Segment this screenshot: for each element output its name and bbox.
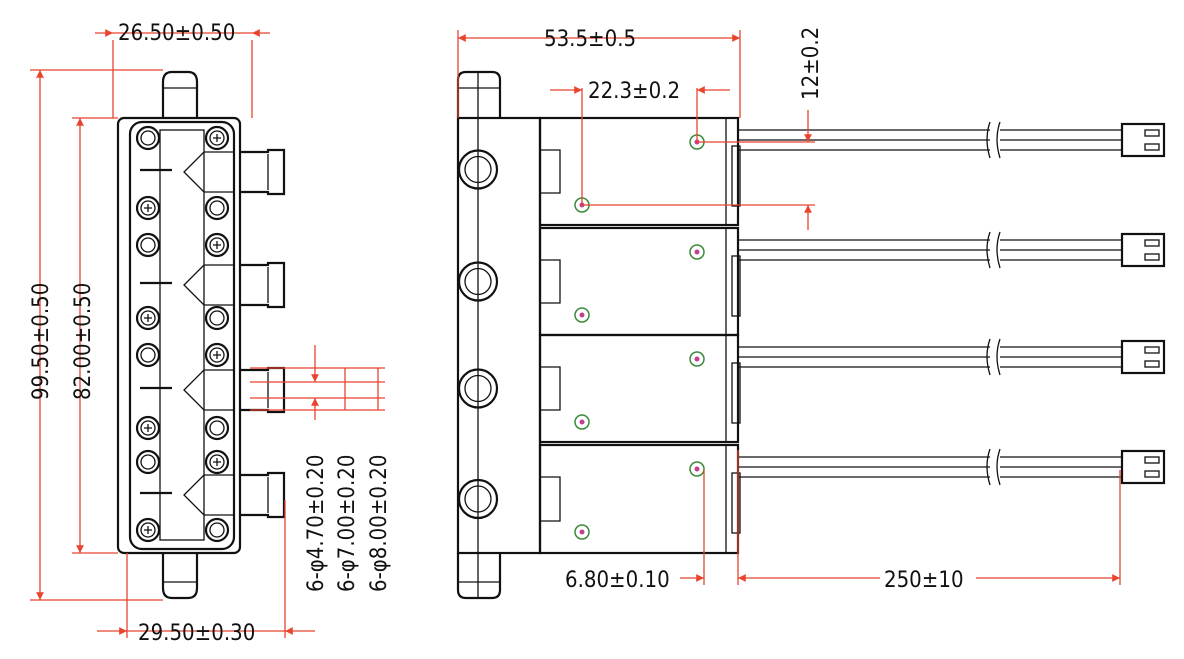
port-channel [183, 369, 234, 411]
valve-unit [457, 226, 1166, 337]
hole [135, 342, 161, 368]
valve-body [538, 333, 740, 444]
dim-width-top: 26.50±0.50 [118, 21, 235, 46]
side-port-barb [240, 148, 286, 196]
connector [1120, 122, 1166, 158]
dim-width-bottom: 29.50±0.30 [138, 621, 255, 646]
cross-head [144, 424, 152, 432]
bottom-barb [456, 553, 502, 600]
side-port-barb [240, 261, 286, 309]
dim-wire-length: 250±10 [884, 568, 964, 593]
screw-icon [135, 305, 161, 331]
top-barb [456, 70, 502, 118]
screw-icon [135, 195, 161, 221]
port-channel [183, 151, 234, 193]
port-channel [183, 264, 234, 306]
cross-head [213, 351, 221, 359]
dim-wire-offset: 6.80±0.10 [565, 568, 670, 593]
connector [1120, 449, 1166, 485]
hole [135, 232, 161, 258]
dim-body-height: 82.00±0.50 [71, 283, 96, 400]
bottom-barb [161, 553, 199, 600]
valve-unit [457, 116, 1166, 227]
left-dimensions: 26.50±0.50 99.50±0.50 82.00±0.50 29.50±0… [29, 21, 392, 646]
hole [135, 449, 161, 475]
port-circle [457, 368, 499, 409]
port-circle [457, 478, 499, 520]
dim-port-inner: 6-φ4.70±0.20 [304, 455, 329, 592]
hole [135, 125, 161, 151]
port-circle [457, 149, 499, 190]
screw-icon [689, 244, 705, 260]
screw-icon [204, 125, 230, 151]
cross-head [144, 526, 152, 534]
hole [204, 305, 230, 331]
break-mark [986, 338, 1001, 376]
front-view-manifold [116, 70, 286, 600]
screw-icon [574, 414, 590, 430]
valve-unit [457, 443, 1166, 555]
cross-head [213, 241, 221, 249]
hole [204, 195, 230, 221]
dim-total-height: 99.50±0.50 [29, 283, 54, 400]
side-port-barb [240, 471, 286, 519]
break-mark [986, 231, 1001, 269]
screw-icon [689, 351, 705, 367]
break-mark [986, 121, 1001, 159]
manifold-body [116, 116, 242, 555]
cross-head [213, 458, 221, 466]
screw-icon [135, 415, 161, 441]
top-barb [161, 70, 199, 118]
valve-body [538, 226, 740, 337]
cross-head [213, 134, 221, 142]
dim-port-mid: 6-φ7.00±0.20 [335, 455, 360, 592]
dim-overall-width: 53.5±0.5 [544, 27, 636, 52]
connector [1120, 232, 1166, 268]
screw-icon [574, 524, 590, 540]
break-mark [986, 448, 1001, 486]
valve-body [538, 443, 740, 555]
side-port-barb [240, 366, 286, 414]
screw-icon [204, 449, 230, 475]
cross-head [144, 204, 152, 212]
connector [1120, 339, 1166, 375]
screw-icon [689, 461, 705, 477]
valve-unit [457, 333, 1166, 444]
screw-icon [204, 342, 230, 368]
right-dimensions: 53.5±0.5 22.3±0.2 12±0.2 6.80±0.10 250±1… [457, 27, 1121, 593]
screw-icon [574, 307, 590, 323]
screw-icon [135, 517, 161, 543]
side-view-valve-assembly [456, 70, 1166, 600]
dim-port-outer: 6-φ8.00±0.20 [367, 455, 392, 592]
port-circle [457, 261, 499, 302]
port-channel [183, 474, 234, 516]
valve-body [538, 116, 740, 227]
screw-icon [204, 232, 230, 258]
cross-head [144, 314, 152, 322]
hole [204, 415, 230, 441]
dim-screw-spacing-y: 12±0.2 [799, 27, 824, 100]
hole [204, 517, 230, 543]
dim-screw-spacing-x: 22.3±0.2 [588, 79, 680, 104]
